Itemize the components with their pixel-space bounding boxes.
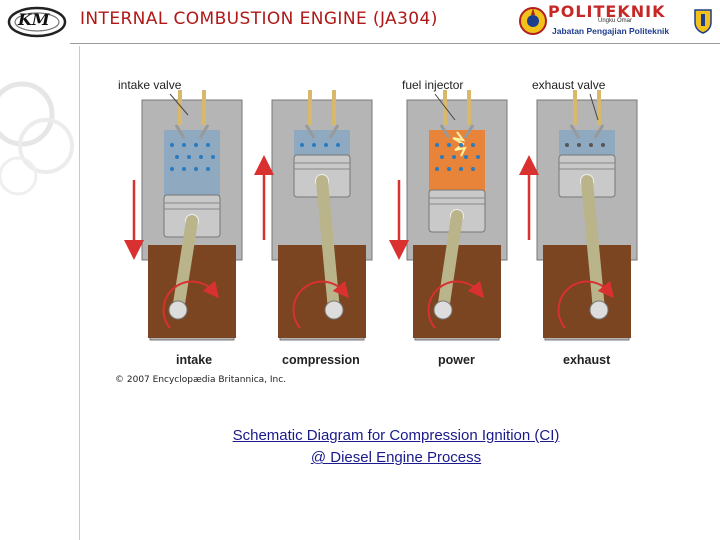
fuel-particle-compression	[300, 143, 304, 147]
stroke-label-exhaust: exhaust	[563, 353, 611, 367]
valves-power	[439, 124, 475, 139]
fuel-particle-compression	[336, 143, 340, 147]
caption-line-1: Schematic Diagram for Compression Igniti…	[232, 427, 560, 444]
connecting-rod-compression	[316, 175, 340, 316]
fuel-particle-intake	[206, 143, 210, 147]
leader-exhaust-valve	[589, 93, 599, 121]
crank-pin-power	[433, 300, 453, 320]
institution-subtitle: Ungku Omar	[598, 18, 633, 24]
crankcase-exhaust	[543, 245, 631, 338]
fuel-particle-power	[459, 167, 463, 171]
fuel-particle-exhaust	[565, 143, 569, 147]
valves-exhaust	[569, 124, 605, 139]
fuel-particle-intake	[211, 155, 215, 159]
crank-pin-exhaust	[589, 300, 609, 320]
fuel-particle-power	[471, 143, 475, 147]
fuel-particle-intake	[170, 167, 174, 171]
connecting-rod-intake	[172, 215, 198, 316]
intake-pipes-intake	[178, 90, 206, 125]
fuel-particle-power	[447, 167, 451, 171]
km-logo-text: KM	[18, 10, 50, 29]
fuel-particle-intake	[206, 167, 210, 171]
stroke-label-power: power	[438, 353, 475, 367]
politeknik-emblem-icon	[519, 7, 547, 35]
combustion-flash-power	[452, 131, 467, 157]
caption-line-2: @ Diesel Engine Process	[310, 449, 482, 466]
fuel-particle-intake	[182, 167, 186, 171]
label-fuel-injector: fuel injector	[402, 78, 464, 92]
copyright-notice: © 2007 Encyclopædia Britannica, Inc.	[115, 375, 287, 385]
fuel-particle-power	[464, 155, 468, 159]
rotation-arrow-compression	[292, 280, 350, 329]
connecting-rod-exhaust	[581, 175, 605, 316]
fuel-particle-compression	[324, 143, 328, 147]
fuel-particle-compression	[312, 143, 316, 147]
fuel-particle-intake	[175, 155, 179, 159]
rotation-arrow-power	[427, 280, 485, 329]
intake-pipes-compression	[308, 90, 336, 125]
fuel-particle-intake	[182, 143, 186, 147]
left-divider	[79, 46, 80, 540]
decorative-circles	[0, 81, 74, 196]
label-exhaust-valve: exhaust valve	[532, 78, 606, 92]
institution-name: POLITEKNIK	[548, 2, 666, 21]
valves-intake	[174, 124, 210, 139]
fuel-particle-intake	[170, 143, 174, 147]
fuel-particle-power	[435, 167, 439, 171]
politeknik-logo	[518, 2, 716, 42]
fuel-particle-intake	[194, 143, 198, 147]
engines-svg	[124, 90, 638, 341]
fuel-particle-power	[471, 167, 475, 171]
rotation-arrow-exhaust	[557, 280, 615, 329]
rotation-arrow-intake	[162, 280, 220, 329]
cylinder-intake	[164, 130, 220, 200]
fuel-particle-power	[435, 143, 439, 147]
connecting-rod-power	[437, 210, 463, 316]
crank-pin-compression	[324, 300, 344, 320]
crank-pin-intake	[168, 300, 188, 320]
intake-pipes-exhaust	[573, 90, 601, 125]
fuel-particle-intake	[199, 155, 203, 159]
stroke-label-intake: intake	[176, 353, 213, 367]
valves-compression	[304, 124, 340, 139]
slide-header: KM INTERNAL COMBUSTION ENGINE (JA304) PO…	[0, 0, 720, 46]
stroke-label-compression: compression	[282, 353, 360, 367]
header-divider	[70, 43, 720, 44]
leader-intake-valve	[169, 93, 189, 116]
crankcase-compression	[278, 245, 366, 338]
fuel-particle-power	[459, 143, 463, 147]
fuel-particle-exhaust	[601, 143, 605, 147]
fuel-particle-exhaust	[589, 143, 593, 147]
crest-icon	[694, 9, 712, 34]
fuel-particle-exhaust	[577, 143, 581, 147]
fuel-particle-power	[440, 155, 444, 159]
label-intake-valve: intake valve	[118, 78, 182, 92]
fuel-particle-power	[452, 155, 456, 159]
km-logo-icon	[7, 6, 67, 38]
fuel-particle-intake	[187, 155, 191, 159]
fuel-particle-intake	[194, 167, 198, 171]
leader-fuel-injector	[434, 93, 456, 121]
crankcase-power	[413, 245, 501, 338]
department-name: Jabatan Pengajian Politeknik	[552, 26, 670, 36]
slide-title: INTERNAL COMBUSTION ENGINE (JA304)	[80, 9, 438, 29]
engine-stroke-diagram: intake valve fuel injector exhaust valve…	[110, 70, 640, 370]
fuel-particle-power	[447, 143, 451, 147]
fuel-particle-power	[476, 155, 480, 159]
